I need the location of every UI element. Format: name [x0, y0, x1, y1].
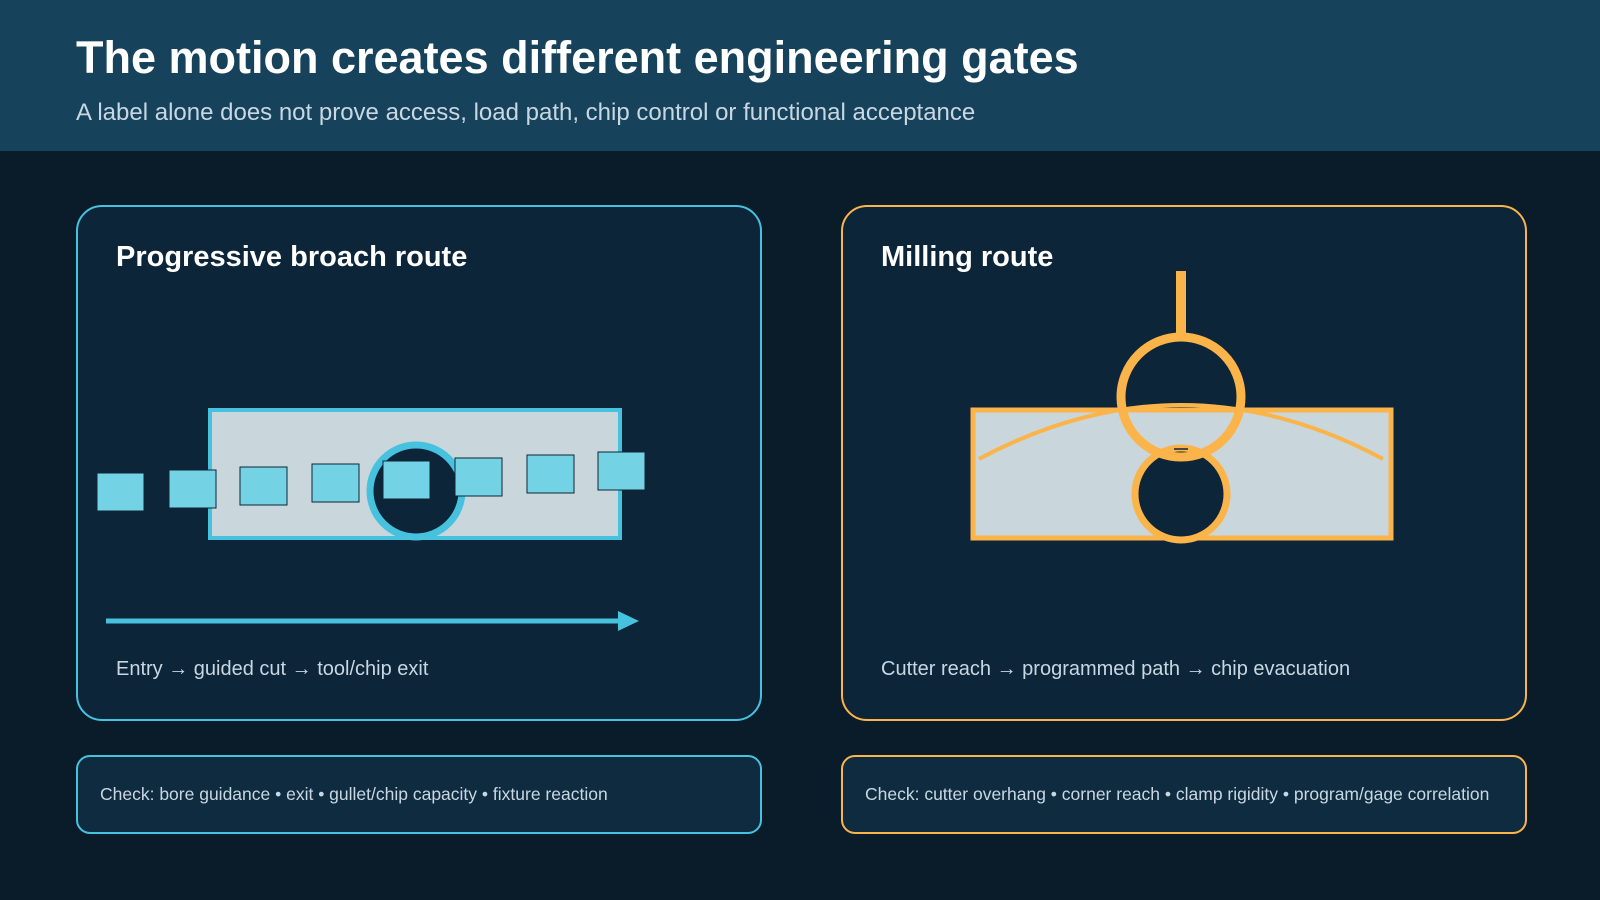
broach-tooth	[96, 472, 145, 512]
broach-check-text: Check: bore guidance • exit • gullet/chi…	[100, 784, 608, 804]
page-title: The motion creates different engineering…	[76, 32, 1079, 83]
milling-panel-title: Milling route	[881, 241, 1054, 273]
milling-check-text: Check: cutter overhang • corner reach • …	[865, 784, 1490, 804]
broach-tooth	[597, 451, 646, 491]
page-subtitle: A label alone does not prove access, loa…	[76, 99, 976, 126]
milling-check-box: Check: cutter overhang • corner reach • …	[841, 755, 1527, 834]
milling-cutter	[1116, 332, 1246, 462]
broach-tooth	[382, 460, 431, 500]
broach-panel-caption: Entry → guided cut → tool/chip exit	[116, 658, 429, 680]
broach-diagram	[96, 408, 646, 631]
milling-tool-path	[978, 403, 1384, 461]
milling-route-panel: Milling route Cutter reach → programmed …	[841, 205, 1527, 721]
milling-diagram	[970, 271, 1394, 544]
header-banner: The motion creates different engineering…	[0, 0, 1600, 151]
broach-route-panel: Progressive broach route Entry → guided …	[76, 205, 762, 721]
broach-tooth	[311, 463, 360, 503]
broach-tooth	[239, 466, 288, 506]
broach-motion-arrowhead	[618, 611, 639, 631]
broach-check-box: Check: bore guidance • exit • gullet/chi…	[76, 755, 762, 834]
broach-panel-title: Progressive broach route	[116, 241, 468, 273]
broach-tooth	[526, 454, 575, 494]
broach-tooth	[168, 469, 217, 509]
broach-tooth	[454, 457, 503, 497]
milling-bore	[1131, 444, 1231, 544]
milling-panel-caption: Cutter reach → programmed path → chip ev…	[881, 658, 1351, 680]
